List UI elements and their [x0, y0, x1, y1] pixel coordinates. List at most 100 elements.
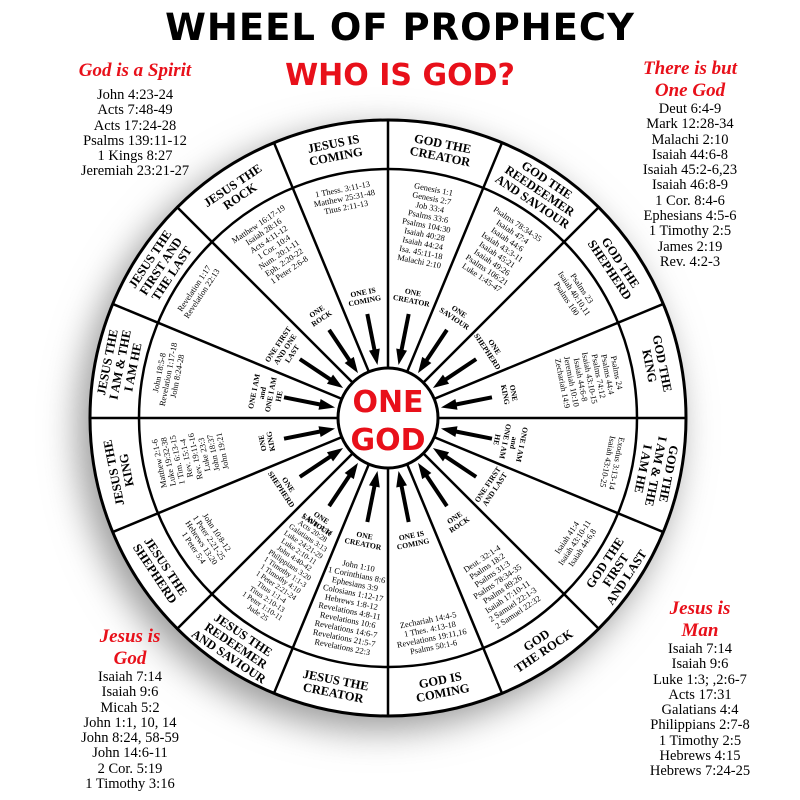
scripture-reference: Isaiah 44:6-8	[651, 146, 729, 163]
scripture-reference: Isaiah 45:2-6,23	[642, 162, 738, 179]
scripture-reference: Hebrews 7:24-25	[649, 763, 751, 780]
arrow-icon	[441, 357, 478, 383]
arrow-icon	[452, 428, 493, 441]
scripture-reference: Isaiah 7:14	[667, 641, 733, 657]
arrowhead-icon	[326, 374, 344, 388]
sector-inner-label-line: KING	[499, 384, 512, 406]
sector-divider	[176, 206, 354, 384]
sector-title: GOD THECREATOR	[409, 131, 475, 170]
scripture-reference: Isaiah 9:6	[101, 684, 159, 701]
arrow-icon	[298, 357, 335, 383]
sector-scriptures: Matthew 2:1-6Luke 19:32-381 Tim. 6:13-15…	[150, 425, 232, 488]
sector-divider	[272, 142, 371, 373]
arrow-icon	[327, 328, 353, 365]
sector-divider	[405, 463, 504, 694]
scripture-reference: Galatians 4:4	[661, 702, 739, 719]
arrowhead-icon	[368, 348, 380, 366]
scripture-reference: Micah 5:2	[100, 699, 160, 716]
sector-inner-label-line: ONE	[508, 384, 520, 402]
sector-scriptures: Deut. 32:1-4Psalms 18:2Psalms 31:3Psalms…	[456, 540, 543, 632]
arrowhead-icon	[368, 470, 380, 488]
arrow-icon	[298, 453, 335, 479]
arrow-icon	[452, 395, 493, 408]
scripture-reference: James 2:19	[657, 238, 723, 255]
arrowhead-icon	[396, 470, 408, 488]
scripture-reference: Isaiah 7:14	[97, 669, 163, 685]
sector-divider	[272, 463, 371, 694]
corner-heading: God is a Spirit	[78, 60, 192, 81]
sector-inner-label-line: ONE	[356, 530, 374, 542]
corner-heading: God	[113, 648, 147, 669]
arrowhead-icon	[418, 356, 432, 374]
sector-inner-label-line: and	[257, 385, 268, 400]
scripture-reference: Luke 1:3; ,2:6-7	[653, 671, 747, 688]
sector-divider	[176, 452, 354, 630]
sector-inner-label-line: ONE	[256, 434, 268, 452]
scripture-reference: John 4:23-24	[96, 87, 174, 103]
scripture-reference: John 1:1, 10, 14	[83, 714, 177, 731]
arrowhead-icon	[318, 426, 336, 438]
arrow-icon	[365, 482, 378, 523]
arrow-icon	[398, 482, 411, 523]
corner-heading: Jesus is	[669, 598, 731, 619]
scripture-reference: Mark 12:28-34	[646, 116, 734, 133]
scripture-reference: 1 Kings 8:27	[97, 148, 173, 165]
scripture-reference: Acts 7:48-49	[97, 102, 173, 119]
sector-inner-label-line: KING	[264, 430, 277, 452]
sector-divider	[433, 302, 664, 401]
sector-divider	[433, 435, 664, 534]
sector-title-line: KING	[116, 452, 136, 488]
sector-title: GOD THEI AM & THEI AM HE	[629, 433, 682, 510]
arrowhead-icon	[440, 398, 458, 410]
arrowhead-icon	[440, 426, 458, 438]
scripture-reference: 1 Timothy 2:5	[648, 223, 732, 240]
sector-inner-label-line: and	[508, 436, 519, 451]
sector-divider	[422, 206, 600, 384]
scripture-reference: Ephesians 4:5-6	[643, 208, 737, 225]
scripture-reference: Malachi 2:10	[651, 131, 729, 148]
scripture-reference: Hebrews 4:15	[659, 748, 741, 765]
scripture-reference: Acts 17:31	[668, 686, 732, 703]
corner-heading: There is but	[643, 58, 737, 79]
scripture-reference: 1 Timothy 2:5	[658, 732, 742, 749]
sector-inner-label-line: HE	[491, 433, 502, 446]
arrowhead-icon	[432, 448, 450, 462]
sector-inner-label-line: ONE	[404, 286, 422, 298]
sector-divider	[112, 435, 343, 534]
sector-scriptures: John 1:101 Corinthians 8:6Ephesians 3:9C…	[310, 555, 390, 657]
arrow-icon	[441, 453, 478, 479]
arrowhead-icon	[344, 462, 358, 480]
sector-inner-label-line: HE	[274, 390, 285, 403]
arrowhead-icon	[432, 374, 450, 388]
corner-heading: Jesus is	[99, 626, 161, 647]
sector-scriptures: Psalms 24Psalms 44:4Psalms 74:12Isaiah 4…	[553, 346, 626, 410]
arrowhead-icon	[396, 348, 408, 366]
corner-heading: Man	[681, 620, 719, 641]
sector-inner-label: ONEKING	[499, 382, 520, 405]
scripture-reference: 2 Cor. 5:19	[97, 760, 163, 777]
scripture-reference: Isaiah 9:6	[671, 656, 729, 673]
page-subtitle: WHO IS GOD?	[285, 58, 515, 93]
arrow-icon	[365, 313, 378, 354]
sector-divider	[405, 142, 504, 373]
arrow-icon	[327, 471, 353, 508]
scripture-reference: Psalms 139:11-12	[83, 132, 187, 149]
arrow-icon	[398, 313, 411, 354]
scripture-reference: John 14:6-11	[92, 745, 168, 762]
sector-inner-label: ONEKING	[256, 430, 277, 453]
arrowhead-icon	[418, 462, 432, 480]
scripture-reference: 1 Cor. 8:4-6	[655, 192, 725, 209]
sector-title-line: KING	[639, 348, 659, 384]
arrow-icon	[423, 471, 449, 508]
scripture-reference: Jeremiah 23:21-27	[80, 163, 190, 180]
scripture-reference: Philippians 2:7-8	[650, 717, 750, 734]
arrow-icon	[283, 428, 324, 441]
corner-heading: One God	[654, 80, 726, 101]
scripture-reference: 1 Timothy 3:16	[85, 776, 175, 793]
arrowhead-icon	[326, 448, 344, 462]
scripture-reference: Deut 6:4-9	[658, 101, 722, 117]
